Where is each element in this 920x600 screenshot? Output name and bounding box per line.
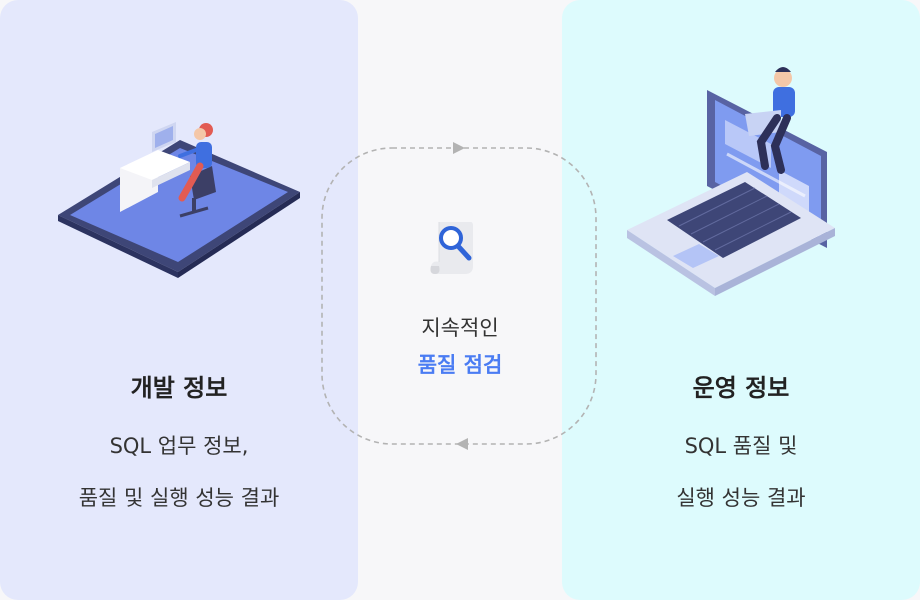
operation-info-description: SQL 품질 및 실행 성능 결과 xyxy=(562,420,920,524)
arrow-left-icon xyxy=(456,438,468,450)
development-info-panel xyxy=(0,0,358,600)
development-info-title: 개발 정보 xyxy=(130,374,228,402)
center-caption-quality-check: 품질 점검 xyxy=(417,353,503,377)
development-desc-line2: 품질 및 실행 성능 결과 xyxy=(78,486,280,510)
continuous-cycle-loop xyxy=(321,142,597,450)
development-desc-line1: SQL 업무 정보, xyxy=(109,434,249,458)
operation-info-title: 운영 정보 xyxy=(692,374,790,402)
development-info-description: SQL 업무 정보, 품질 및 실행 성능 결과 xyxy=(0,420,358,524)
arrow-right-icon xyxy=(453,142,465,154)
developer-tablet-illustration xyxy=(58,122,300,278)
operation-desc-line1: SQL 품질 및 xyxy=(684,434,798,458)
operation-desc-line2: 실행 성능 결과 xyxy=(676,486,806,510)
center-caption-continuous: 지속적인 xyxy=(421,316,499,340)
document-search-icon xyxy=(430,222,473,274)
operation-laptop-illustration xyxy=(627,67,835,296)
operation-info-panel xyxy=(562,0,920,600)
